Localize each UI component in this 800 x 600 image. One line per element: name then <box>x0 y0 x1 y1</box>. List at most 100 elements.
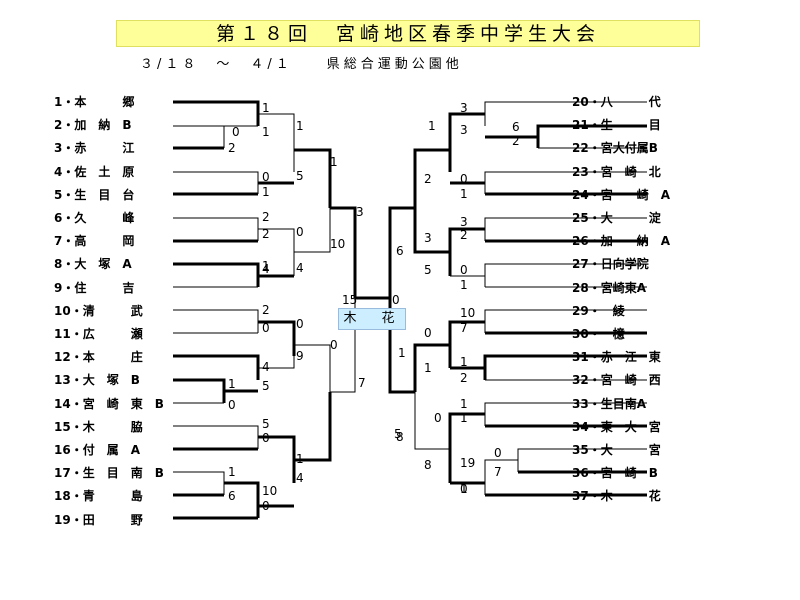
bracket-line-9 <box>173 217 259 241</box>
bracket-line-26 <box>173 425 259 449</box>
bracket-line-5 <box>173 171 259 194</box>
bracket-line-41 <box>448 112 485 172</box>
match-score: 5 <box>296 169 304 183</box>
match-score: 8 <box>424 458 432 472</box>
bracket-line-37 <box>484 101 647 126</box>
match-score: 1 <box>460 397 468 411</box>
match-score: 3 <box>424 231 432 245</box>
match-score: 10 <box>460 306 476 320</box>
match-score: 1 <box>460 482 468 496</box>
team-right-29: 29・ 綾 <box>572 303 625 318</box>
event-dates-venue: ３/１８ ～ ４/１ 県総合運動公園他 <box>140 57 463 72</box>
team-right-35: 35・大 宮 <box>572 443 661 457</box>
bracket-line-24 <box>258 322 295 369</box>
team-right-33: 33・生目南A <box>572 396 646 411</box>
bracket-line-45 <box>413 148 450 208</box>
match-score: 0 <box>262 321 270 335</box>
bracket-line-8 <box>294 148 332 208</box>
match-score: 1 <box>262 101 270 115</box>
team-left-1: 1・本 郷 <box>54 95 135 109</box>
team-right-28: 28・宮崎東A <box>572 280 646 295</box>
bracket-line-0 <box>173 100 260 126</box>
match-score: 0 <box>262 431 270 445</box>
bracket-line-57 <box>483 354 647 380</box>
match-score: 5 <box>394 427 402 441</box>
match-score: 2 <box>460 371 468 385</box>
team-left-8: 8・大 塚 A <box>54 257 132 272</box>
team-left-18: 18・青 島 <box>54 489 143 504</box>
team-left-15: 15・木 脇 <box>54 419 143 434</box>
match-score: 2 <box>512 134 520 148</box>
match-score: 2 <box>262 227 270 241</box>
match-score: 1 <box>228 465 236 479</box>
team-left-9: 9・住 吉 <box>54 280 135 295</box>
match-score: 0 <box>392 293 400 307</box>
bracket-line-46 <box>484 217 647 241</box>
team-left-12: 12・本 庄 <box>54 350 143 365</box>
match-score: 3 <box>460 215 468 229</box>
match-score: 0 <box>296 317 304 331</box>
champion-box: 木 花 <box>338 308 406 330</box>
bracket-line-61 <box>484 402 647 426</box>
match-score: 1 <box>398 346 406 360</box>
match-score: 1 <box>296 119 304 133</box>
team-left-11: 11・広 瀬 <box>54 327 143 341</box>
match-score: 0 <box>330 338 338 352</box>
match-score: 1 <box>296 452 304 466</box>
team-left-3: 3・赤 江 <box>54 141 135 156</box>
match-score: 2 <box>262 210 270 224</box>
match-score: 8 <box>396 430 404 444</box>
match-score: 3 <box>356 205 364 219</box>
match-score: 6 <box>512 120 520 134</box>
bracket-line-64 <box>517 448 647 472</box>
bracket-line-16 <box>330 206 357 298</box>
team-left-10: 10・清 武 <box>54 303 143 318</box>
team-left-5: 5・生 目 台 <box>54 187 135 202</box>
match-score: 0 <box>460 482 468 496</box>
bracket-line-28 <box>258 435 296 483</box>
match-score: 3 <box>460 123 468 137</box>
match-score: 1 <box>460 187 468 201</box>
match-score: 1 <box>460 411 468 425</box>
bracket-line-38 <box>536 124 647 148</box>
team-left-6: 6・久 峰 <box>54 211 135 225</box>
match-score: 1 <box>262 185 270 199</box>
match-score: 4 <box>262 262 270 276</box>
match-score: 0 <box>296 225 304 239</box>
bracket-line-63 <box>448 412 485 483</box>
match-score: 0 <box>232 125 240 139</box>
match-score: 2 <box>424 172 432 186</box>
match-score: 4 <box>296 471 304 485</box>
match-score: 0 <box>228 398 236 412</box>
team-left-2: 2・加 納 B <box>54 118 132 133</box>
bracket-line-15 <box>294 208 331 253</box>
bracket-line-56 <box>448 320 485 368</box>
bracket-line-34 <box>294 392 332 462</box>
bracket-line-53 <box>388 206 415 298</box>
bracket-line-52 <box>413 208 450 254</box>
match-score: 0 <box>262 499 270 513</box>
match-score: 1 <box>330 155 338 169</box>
match-score: 0 <box>460 172 468 186</box>
bracket-line-69 <box>414 392 450 450</box>
match-score: 0 <box>460 263 468 277</box>
bracket-line-25 <box>294 344 331 392</box>
match-score: 1 <box>428 119 436 133</box>
match-score: 10 <box>330 237 346 251</box>
bracket-line-54 <box>484 309 647 333</box>
match-score: 2 <box>228 141 236 155</box>
match-score: 7 <box>358 376 366 390</box>
team-left-17: 17・生 目 南 B <box>54 466 164 481</box>
team-left-16: 16・付 属 A <box>54 443 140 457</box>
team-left-13: 13・大 塚 B <box>54 373 140 388</box>
bracket-line-20 <box>173 354 260 380</box>
bracket-line-11 <box>258 228 295 276</box>
bracket-line-12 <box>173 262 260 287</box>
team-left-4: 4・佐 土 原 <box>54 164 135 179</box>
team-left-19: 19・田 野 <box>54 512 143 527</box>
bracket-line-60 <box>413 343 450 392</box>
bracket-line-4 <box>258 113 295 172</box>
match-score: 0 <box>434 411 442 425</box>
match-score: 5 <box>262 379 270 393</box>
